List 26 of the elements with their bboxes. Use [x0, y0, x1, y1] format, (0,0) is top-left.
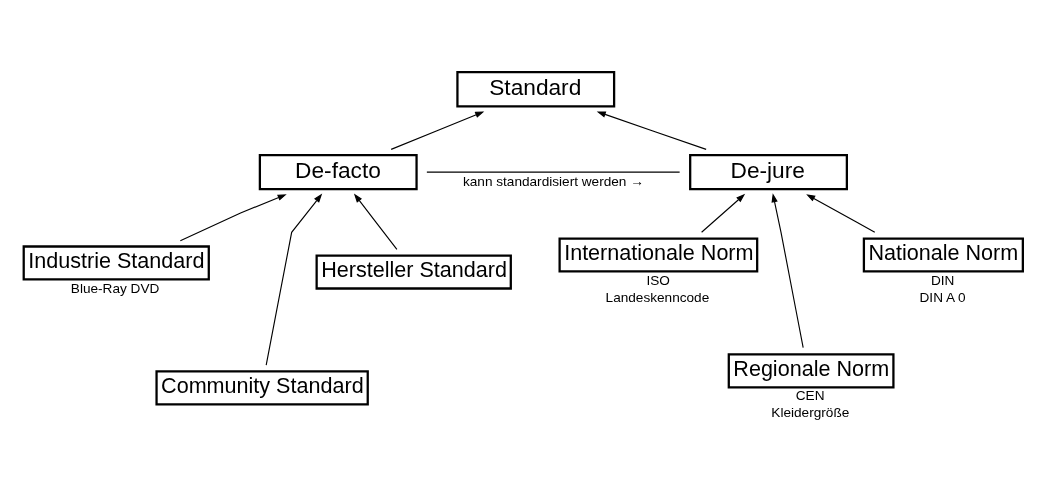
arrow — [390, 110, 485, 150]
arrow — [701, 193, 746, 233]
node-label: CEN — [795, 387, 825, 403]
node-box: Hersteller Standard — [315, 253, 512, 290]
node-box: De-facto — [258, 153, 418, 190]
node-box: Industrie Standard — [22, 244, 210, 281]
node-box: De-jure — [689, 153, 848, 190]
arrow — [771, 192, 804, 348]
node-label: Landeskenncode — [605, 289, 710, 305]
node-box: Community Standard — [155, 369, 369, 405]
arrow — [806, 193, 876, 233]
node-box: Regionale Norm — [727, 352, 895, 388]
arrow — [596, 110, 707, 150]
node-box: Standard — [456, 70, 616, 107]
node-label: Blue-Ray DVD — [70, 280, 160, 296]
node-label: DIN A 0 — [919, 289, 966, 305]
arrow — [353, 193, 398, 250]
node-label: ISO — [646, 272, 670, 288]
edge-label: kann standardisiert werden → — [462, 173, 644, 189]
node-label: DIN — [930, 272, 955, 288]
node-label: Kleidergröße — [771, 404, 850, 420]
connector — [426, 171, 681, 173]
node-box: Internationale Norm — [558, 236, 759, 273]
arrow — [265, 193, 323, 366]
arrow — [179, 193, 287, 241]
node-box: Nationale Norm — [862, 236, 1024, 273]
